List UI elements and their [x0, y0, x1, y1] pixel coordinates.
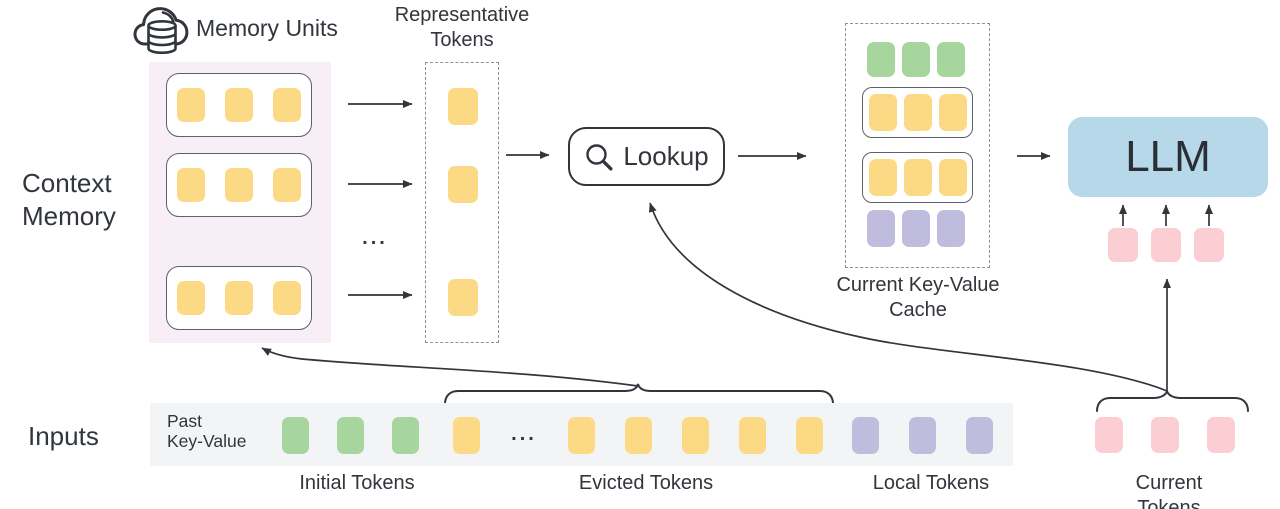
token — [1151, 228, 1181, 262]
representative-tokens-box: ... — [425, 62, 499, 343]
token — [868, 159, 897, 196]
evicted-tokens-brace — [444, 383, 834, 405]
local-tokens-group — [852, 417, 993, 454]
representative-token-slot — [448, 279, 478, 316]
token — [796, 417, 823, 454]
evicted-tokens-label: Evicted Tokens — [578, 472, 714, 494]
cache-memory-unit-row — [862, 152, 973, 203]
token — [938, 159, 967, 196]
current-tokens-brace — [1096, 390, 1249, 412]
token — [1207, 417, 1235, 453]
token — [1151, 417, 1179, 453]
token — [273, 88, 301, 122]
token — [937, 42, 965, 77]
token — [177, 168, 205, 202]
token — [902, 42, 930, 77]
token — [868, 94, 897, 131]
token — [282, 417, 309, 454]
local-tokens-label: Local Tokens — [872, 472, 990, 494]
llm-input-tokens — [1108, 228, 1224, 262]
token — [938, 94, 967, 131]
token — [448, 279, 478, 316]
evicted-tokens-group-head — [453, 417, 480, 454]
search-icon — [586, 143, 613, 170]
representative-token-slot — [448, 166, 478, 203]
token — [273, 281, 301, 315]
memory-unit-row — [166, 153, 312, 217]
token — [682, 417, 709, 454]
token — [739, 417, 766, 454]
token — [448, 166, 478, 203]
token — [177, 281, 205, 315]
ellipsis: ... — [362, 227, 388, 249]
token — [867, 210, 895, 247]
ellipsis: ... — [511, 423, 537, 445]
token — [903, 94, 932, 131]
memory-units-panel: ... — [149, 62, 331, 343]
lookup-label: Lookup — [623, 141, 709, 171]
token — [867, 42, 895, 77]
cache-local-row — [867, 210, 965, 247]
context-memory-label: Context Memory — [22, 168, 116, 231]
token — [902, 210, 930, 247]
token — [392, 417, 419, 454]
lookup-button: Lookup — [568, 127, 725, 186]
llm-box: LLM — [1068, 117, 1268, 197]
token — [937, 210, 965, 247]
token — [1095, 417, 1123, 453]
memory-unit-row — [166, 73, 312, 137]
inputs-label: Inputs — [28, 421, 99, 451]
memory-unit-row — [166, 266, 312, 330]
arrow-evictedbrace-to-memory — [261, 347, 639, 387]
cache-initial-row — [867, 42, 965, 77]
cache-memory-unit-row — [862, 87, 973, 138]
token — [568, 417, 595, 454]
representative-tokens-label: Representative Tokens — [394, 4, 530, 51]
token — [1108, 228, 1138, 262]
llm-label: LLM — [1125, 132, 1211, 181]
token — [273, 168, 301, 202]
token — [337, 417, 364, 454]
token — [903, 159, 932, 196]
current-kv-cache-box — [845, 23, 990, 268]
memory-units-label: Memory Units — [196, 15, 338, 41]
representative-token-slot — [448, 88, 478, 125]
past-key-value-label: Past Key-Value — [167, 411, 247, 451]
token — [966, 417, 993, 454]
current-tokens-group — [1095, 417, 1235, 453]
token — [225, 281, 253, 315]
token — [225, 168, 253, 202]
token — [852, 417, 879, 454]
current-tokens-label: Current Tokens — [1135, 472, 1203, 509]
token — [453, 417, 480, 454]
token — [177, 88, 205, 122]
current-kv-cache-label: Current Key-Value Cache — [836, 274, 1000, 321]
token — [909, 417, 936, 454]
token — [225, 88, 253, 122]
token — [448, 88, 478, 125]
token — [625, 417, 652, 454]
token — [1194, 228, 1224, 262]
evicted-tokens-group-tail — [568, 417, 823, 454]
initial-tokens-label: Initial Tokens — [299, 472, 415, 494]
cloud-database-icon — [133, 7, 189, 54]
initial-tokens-group — [282, 417, 419, 454]
